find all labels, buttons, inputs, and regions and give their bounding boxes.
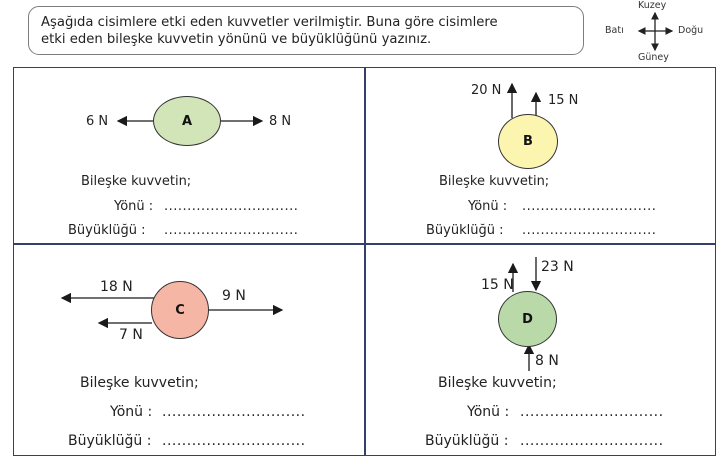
magnitude-label-c: Büyüklüğü : — [68, 433, 152, 449]
direction-blank-a[interactable]: ............................. — [164, 199, 299, 214]
direction-blank-d[interactable]: ............................. — [520, 404, 664, 420]
instruction-box: Aşağıda cisimlere etki eden kuvvetler ve… — [28, 6, 584, 55]
body-d-circle: D — [498, 291, 557, 347]
magnitude-blank-b[interactable]: ............................. — [522, 223, 657, 238]
force-label-b-15n: 15 N — [548, 93, 579, 108]
instruction-line-2: etki eden bileşke kuvvetin yönünü ve büy… — [41, 32, 432, 47]
force-label-c-7n: 7 N — [119, 327, 143, 343]
direction-blank-c[interactable]: ............................. — [162, 404, 306, 420]
direction-label-b: Yönü : — [468, 199, 508, 214]
force-label-a-left: 6 N — [86, 114, 109, 129]
magnitude-blank-d[interactable]: ............................. — [520, 433, 664, 449]
body-b-circle: B — [498, 114, 558, 169]
force-label-c-18n: 18 N — [100, 279, 133, 295]
force-label-d-23n: 23 N — [541, 259, 574, 275]
compass-west-label: Batı — [605, 25, 624, 36]
magnitude-blank-c[interactable]: ............................. — [162, 433, 306, 449]
instruction-line-1: Aşağıda cisimlere etki eden kuvvetler ve… — [41, 15, 498, 30]
direction-blank-b[interactable]: ............................. — [522, 199, 657, 214]
grid-divider-vertical — [364, 67, 366, 456]
force-label-b-20n: 20 N — [471, 83, 502, 98]
magnitude-label-b: Büyüklüğü : — [426, 223, 504, 238]
body-c-circle: C — [151, 281, 209, 339]
magnitude-label-a: Büyüklüğü : — [68, 223, 146, 238]
body-c-label: C — [175, 302, 185, 318]
force-label-d-15n: 15 N — [481, 277, 514, 293]
force-label-c-9n: 9 N — [222, 288, 246, 304]
resultant-label-c: Bileşke kuvvetin; — [80, 375, 199, 391]
resultant-label-b: Bileşke kuvvetin; — [439, 174, 550, 189]
compass: Kuzey Güney Batı Doğu — [600, 0, 717, 66]
direction-label-c: Yönü : — [110, 404, 153, 420]
body-b-label: B — [523, 134, 533, 149]
resultant-label-d: Bileşke kuvvetin; — [438, 375, 557, 391]
magnitude-label-d: Büyüklüğü : — [425, 433, 509, 449]
direction-label-a: Yönü : — [114, 199, 154, 214]
compass-north-label: Kuzey — [638, 0, 667, 11]
force-label-d-8n: 8 N — [535, 353, 559, 369]
compass-east-label: Doğu — [678, 25, 704, 36]
resultant-label-a: Bileşke kuvvetin; — [81, 174, 192, 189]
magnitude-blank-a[interactable]: ............................. — [164, 223, 299, 238]
direction-label-d: Yönü : — [467, 404, 510, 420]
compass-south-label: Güney — [638, 52, 669, 63]
body-d-label: D — [522, 311, 533, 327]
force-label-a-right: 8 N — [269, 114, 292, 129]
grid-divider-horizontal — [13, 243, 716, 245]
body-a-circle: A — [153, 96, 221, 146]
compass-arrows-icon — [637, 11, 674, 52]
body-a-label: A — [181, 113, 193, 129]
